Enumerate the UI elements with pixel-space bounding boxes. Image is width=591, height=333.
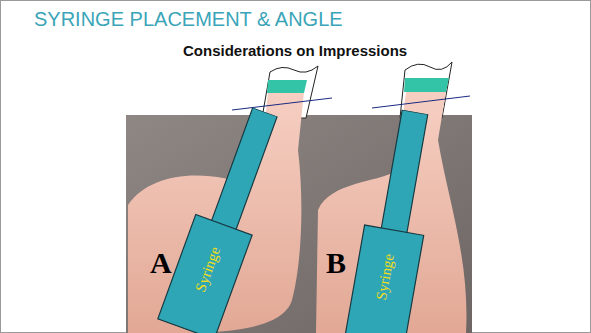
panel-letter: A <box>150 246 172 280</box>
subtitle: Considerations on Impressions <box>183 42 407 59</box>
panel-letter: B <box>326 246 346 280</box>
slide-title: SYRINGE PLACEMENT & ANGLE <box>34 8 343 31</box>
